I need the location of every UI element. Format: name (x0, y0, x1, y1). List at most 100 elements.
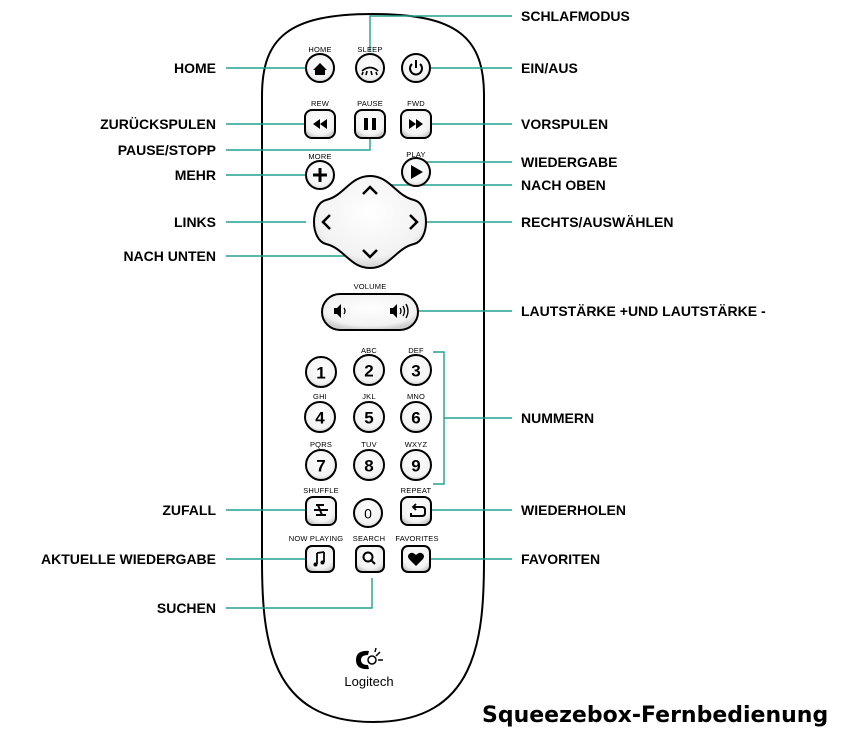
fast-forward-icon (409, 119, 423, 129)
pause-button[interactable] (354, 109, 386, 139)
volume-down-icon[interactable] (334, 304, 346, 318)
play-label: PLAY (406, 150, 426, 159)
home-icon (313, 63, 327, 75)
shuffle-label: SHUFFLE (303, 486, 339, 495)
callout-nach-unten: NACH UNTEN (123, 248, 216, 264)
digit-5: 5 (364, 408, 374, 428)
plus-icon (313, 168, 327, 182)
digit-button-4[interactable] (304, 401, 336, 433)
digit-2: 2 (364, 361, 374, 381)
shuffle-button[interactable] (305, 496, 337, 526)
favorites-button[interactable] (401, 545, 431, 573)
rewind-icon (313, 119, 327, 129)
repeat-button[interactable] (400, 496, 432, 526)
ghi-label: GHI (313, 392, 327, 401)
callout-zufall: ZUFALL (162, 502, 216, 518)
rewind-button[interactable] (304, 109, 336, 139)
leader-lines (226, 15, 512, 609)
now-playing-label: NOW PLAYING (288, 534, 344, 543)
pause-icon (364, 118, 376, 130)
mno-label: MNO (406, 392, 426, 401)
callout-wiedergabe: WIEDERGABE (521, 154, 618, 170)
callout-suchen: SUCHEN (156, 600, 216, 616)
volume-rocker[interactable] (321, 293, 419, 331)
up-arrow-icon[interactable] (362, 185, 378, 195)
digit-9: 9 (411, 456, 421, 476)
jkl-label: JKL (362, 392, 376, 401)
power-icon (409, 60, 423, 76)
fast-forward-button[interactable] (400, 109, 432, 139)
callout-rechts: RECHTS/AUSWÄHLEN (521, 214, 674, 230)
down-arrow-icon[interactable] (362, 249, 378, 259)
d-pad[interactable] (313, 174, 427, 270)
digit-button-2[interactable] (353, 354, 385, 386)
more-label: MORE (308, 152, 332, 161)
fwd-label: FWD (407, 99, 425, 108)
wxyz-label: WXYZ (404, 440, 428, 449)
power-button[interactable] (401, 53, 431, 83)
music-note-icon (313, 551, 325, 567)
tuv-label: TUV (361, 440, 377, 449)
callout-nummern: NUMMERN (521, 410, 595, 426)
callout-aktuelle-wiedergabe: AKTUELLE WIEDERGABE (41, 551, 216, 567)
search-button[interactable] (355, 545, 385, 573)
callout-mehr: MEHR (174, 167, 216, 183)
callout-home: HOME (174, 60, 216, 76)
callout-wiederholen: WIEDERHOLEN (521, 502, 626, 518)
search-label: SEARCH (352, 534, 386, 543)
digit-1: 1 (316, 363, 326, 383)
brand-name: Logitech (344, 674, 394, 689)
digit-7: 7 (316, 456, 326, 476)
callout-links: LINKS (174, 214, 216, 230)
home-label: HOME (308, 45, 332, 54)
def-label: DEF (408, 346, 424, 355)
left-arrow-icon[interactable] (321, 214, 331, 230)
callout-nach-oben: NACH OBEN (521, 177, 606, 193)
shuffle-icon (314, 504, 328, 516)
callout-lautstaerke: LAUTSTÄRKE +UND LAUTSTÄRKE - (521, 303, 766, 319)
digit-button-9[interactable] (400, 449, 432, 481)
more-button[interactable] (305, 160, 335, 190)
digit-button-0[interactable] (353, 498, 383, 528)
callout-schlafmodus: SCHLAFMODUS (521, 8, 630, 24)
sleep-button[interactable] (355, 53, 385, 83)
favorites-label: FAVORITES (395, 534, 439, 543)
right-arrow-icon[interactable] (409, 214, 419, 230)
repeat-icon (410, 503, 426, 517)
digit-0: 0 (364, 505, 372, 522)
sleep-icon (361, 66, 379, 76)
pqrs-label: PQRS (309, 440, 333, 449)
number-pad (304, 354, 432, 528)
page-title: Squeezebox-Fernbedienung (482, 703, 829, 728)
heart-icon (408, 552, 424, 566)
digit-button-6[interactable] (400, 401, 432, 433)
digit-button-5[interactable] (353, 401, 385, 433)
digit-4: 4 (315, 408, 325, 428)
digit-button-1[interactable] (305, 356, 337, 388)
rew-label: REW (310, 99, 330, 108)
play-button[interactable] (401, 157, 431, 187)
callout-pause-stopp: PAUSE/STOPP (117, 142, 216, 158)
abc-label: ABC (360, 346, 378, 355)
home-button[interactable] (305, 53, 335, 83)
play-icon (411, 165, 423, 179)
pause-label: PAUSE (357, 99, 383, 108)
volume-label: VOLUME (353, 282, 387, 291)
callout-favoriten: FAVORITEN (521, 551, 601, 567)
search-icon (362, 551, 376, 565)
volume-up-icon[interactable] (390, 303, 409, 319)
logitech-logo-icon (356, 647, 383, 670)
digit-6: 6 (411, 408, 421, 428)
repeat-label: REPEAT (400, 486, 432, 495)
digit-3: 3 (411, 361, 421, 381)
sleep-label: SLEEP (357, 45, 383, 54)
digit-button-8[interactable] (353, 449, 385, 481)
digit-8: 8 (364, 456, 374, 476)
callout-ein-aus: EIN/AUS (521, 60, 578, 76)
callout-vorspulen: VORSPULEN (521, 116, 609, 132)
digit-button-7[interactable] (305, 449, 337, 481)
now-playing-button[interactable] (305, 545, 335, 573)
digit-button-3[interactable] (400, 354, 432, 386)
